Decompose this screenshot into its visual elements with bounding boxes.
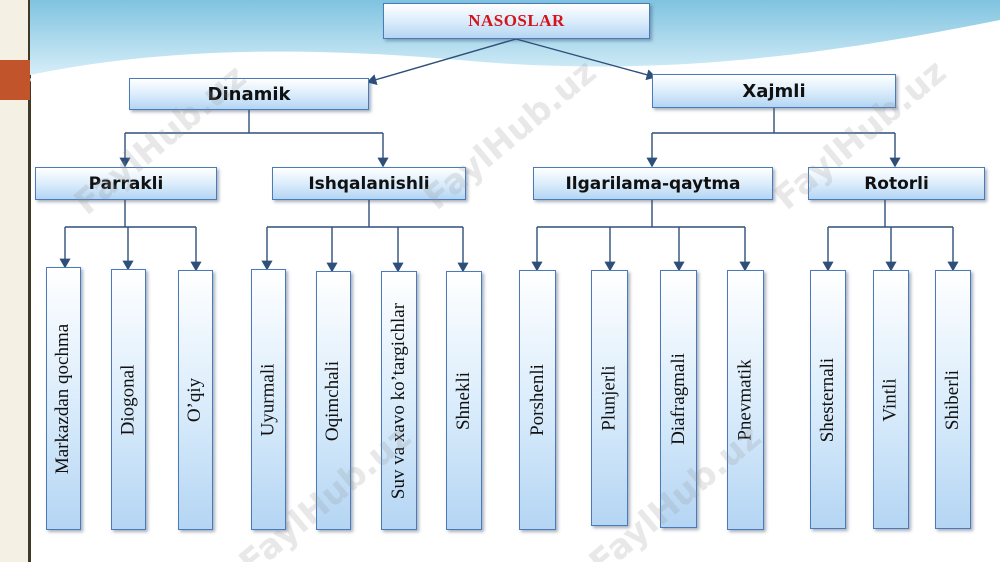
leaf-label: Markazdan qochma [52,323,74,474]
leaf-label: Diafragmali [667,353,689,445]
leaf-label: Oqimchali [322,360,344,441]
category-label: Xajmli [742,80,806,102]
leaf-box: Uyurmali [251,269,286,530]
leaf-label: Diogonal [117,364,139,435]
leaf-box: Pnevmatik [727,270,764,530]
leaf-box: Plunjerli [591,270,628,526]
subcategory-label: Ishqalanishli [308,173,430,194]
subcategory-box-parrakli: Parrakli [35,167,217,200]
leaf-label: Suv va xavo ko’targichlar [388,302,409,499]
leaf-label: O’qiy [184,377,206,423]
subcategory-label: Rotorli [864,173,929,194]
subcategory-label: Parrakli [88,173,164,194]
subcategory-label: Ilgarilama-qaytma [565,173,741,194]
leaf-box: Shesternali [810,270,846,529]
category-box-dinamik: Dinamik [129,78,369,110]
leaf-label: Plunjerli [598,365,620,431]
leaf-box: Markazdan qochma [46,267,81,530]
leaf-box: Oqimchali [316,271,351,530]
leaf-box: Shnekli [446,271,482,530]
title-box: NASOSLAR [383,3,650,39]
leaf-label: Porshenli [526,364,548,436]
leaf-box: Diogonal [111,269,146,530]
subcategory-box-ilgarilama-qaytma: Ilgarilama-qaytma [533,167,773,200]
sidebar-accent-mark [0,60,30,100]
leaf-box: Suv va xavo ko’targichlar [381,271,417,530]
title-text: NASOSLAR [468,11,565,30]
leaf-label: Shesternali [817,357,838,442]
left-sidebar-strip [0,0,31,562]
leaf-label: Vintli [880,377,902,422]
leaf-label: Shnekli [453,371,474,430]
category-box-xajmli: Xajmli [652,74,896,108]
subcategory-box-rotorli: Rotorli [808,167,985,200]
leaf-box: Shiberli [935,270,971,529]
leaf-box: Vintli [873,270,909,529]
category-label: Dinamik [207,83,291,105]
leaf-label: Pnevmatik [734,359,756,441]
leaf-label: Shiberli [942,369,964,430]
leaf-box: Porshenli [519,270,556,530]
leaf-box: O’qiy [178,270,213,530]
leaf-box: Diafragmali [660,270,697,528]
leaf-label: Uyurmali [257,363,279,436]
subcategory-box-ishqalanishli: Ishqalanishli [272,167,466,200]
